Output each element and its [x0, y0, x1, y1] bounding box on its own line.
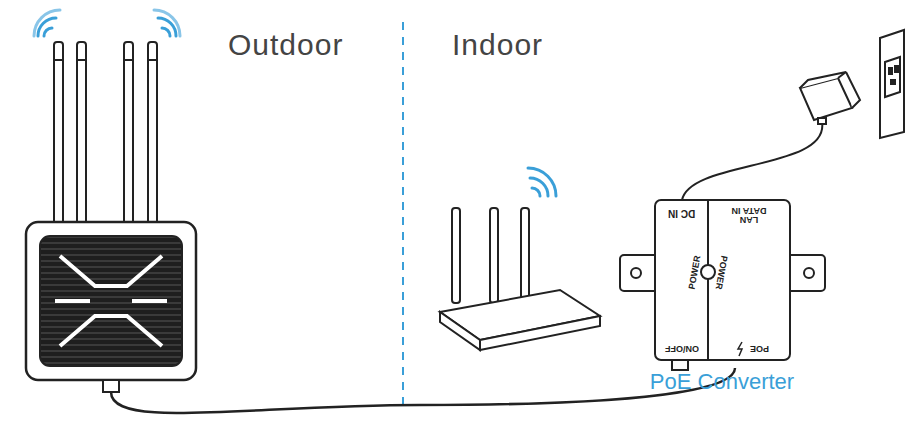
antennas: [54, 42, 157, 227]
port-label: DC IN: [668, 208, 695, 218]
outdoor-cpe-housing: [26, 222, 196, 380]
power-label: POWER: [714, 254, 729, 289]
port-label: POE: [750, 344, 769, 353]
ethernet-cable: [111, 368, 735, 413]
router: [440, 208, 600, 350]
poe-converter-housing: [620, 200, 825, 370]
device-caption: PoE Converter: [650, 371, 794, 393]
wifi-signal: [34, 10, 180, 36]
heat-sink: [40, 236, 182, 366]
wall-outlet: [880, 30, 904, 138]
divider-line: [402, 22, 404, 410]
wifi-signal: [528, 168, 556, 196]
dc-cable: [682, 122, 822, 200]
cable-gland: [103, 380, 119, 392]
region-label: Indoor: [452, 28, 543, 62]
port-label: ON/OFF: [665, 344, 699, 353]
region-label: Outdoor: [228, 28, 343, 62]
heat-sink-ribs: [55, 256, 167, 346]
poe-converter: PoE ConverterDC INLAN DATA INPOWERPOWERO…: [655, 200, 790, 360]
port-label: LAN DATA IN: [730, 206, 768, 224]
power-label: POWER: [688, 254, 703, 289]
power-adapter: [800, 72, 860, 124]
